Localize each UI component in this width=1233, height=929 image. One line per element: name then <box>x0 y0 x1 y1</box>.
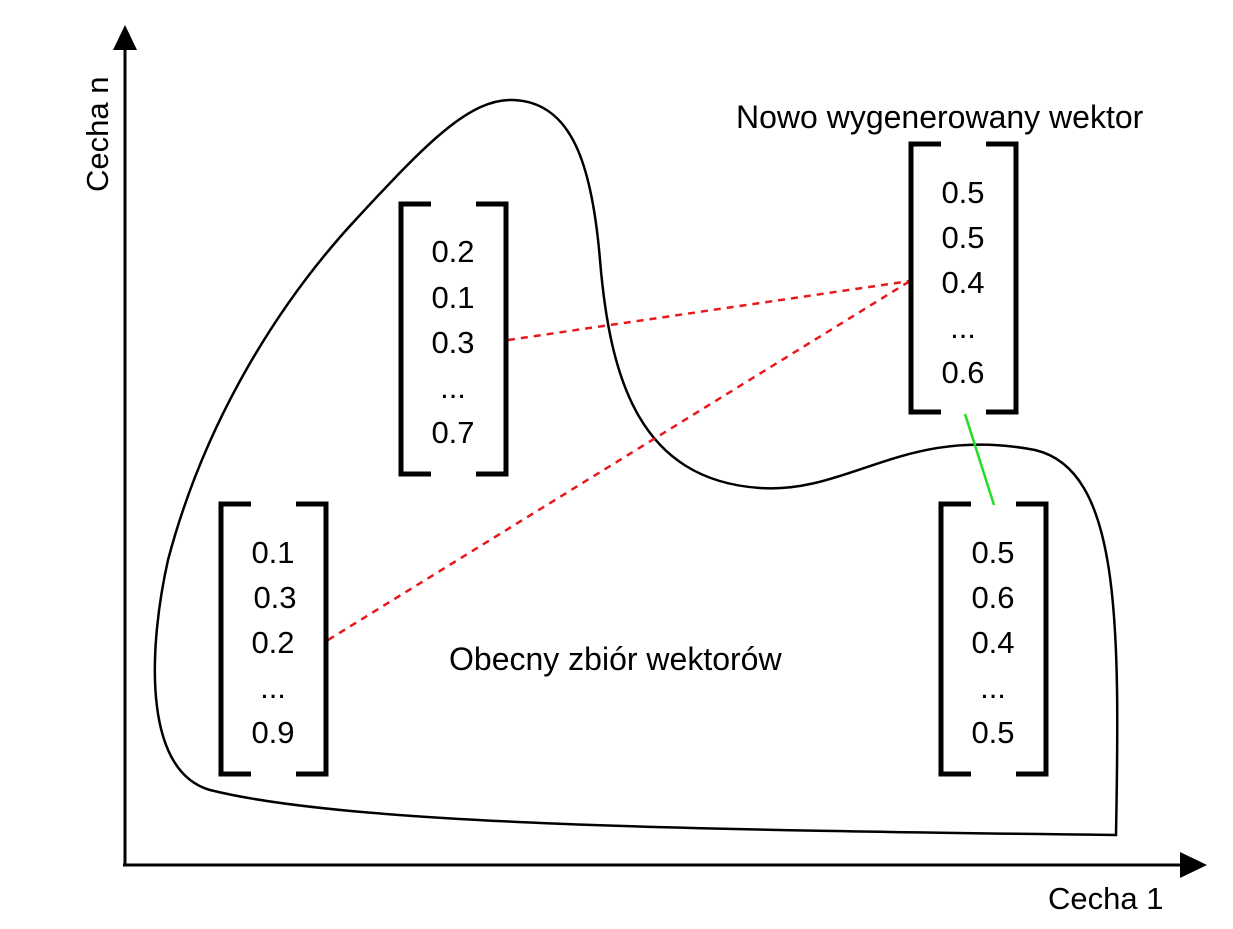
x-axis-label: Cecha 1 <box>1048 881 1163 916</box>
vector-top-left: 0.2 0.1 0.3 ... 0.7 <box>398 201 509 477</box>
left-bracket <box>398 201 431 477</box>
y-axis-arrow-icon <box>113 25 137 50</box>
left-bracket <box>938 501 971 777</box>
vector-value: ... <box>440 370 466 405</box>
right-bracket <box>296 501 329 777</box>
x-axis-arrow-icon <box>1180 852 1207 878</box>
vector-new: 0.5 0.5 0.4 ... 0.6 <box>908 141 1019 415</box>
vector-value: 0.5 <box>971 535 1014 570</box>
nearest-line <box>963 413 996 506</box>
right-bracket <box>476 201 509 477</box>
y-axis-label: Cecha n <box>80 77 115 192</box>
vector-value: 0.1 <box>431 280 474 315</box>
vector-value: 0.5 <box>941 220 984 255</box>
axes <box>113 25 1207 878</box>
vector-value: 0.5 <box>971 715 1014 750</box>
new-vector-caption: Nowo wygenerowany wektor <box>736 99 1144 135</box>
left-bracket <box>908 141 941 415</box>
vector-value: 0.7 <box>431 415 474 450</box>
vector-value: 0.6 <box>941 355 984 390</box>
vector-value: 0.2 <box>431 234 474 269</box>
vector-value: 0.3 <box>253 580 296 615</box>
vector-value: ... <box>260 670 286 705</box>
vector-value: 0.2 <box>251 625 294 660</box>
vector-bottom-left: 0.1 0.3 0.2 ... 0.9 <box>218 501 329 777</box>
distance-lines <box>327 279 996 642</box>
vector-value: 0.3 <box>431 325 474 360</box>
right-bracket <box>1016 501 1049 777</box>
vector-value: 0.4 <box>941 265 984 300</box>
vector-value: 0.5 <box>941 175 984 210</box>
right-bracket <box>986 141 1019 415</box>
vector-value: ... <box>950 310 976 345</box>
vector-bottom-right: 0.5 0.6 0.4 ... 0.5 <box>938 501 1049 777</box>
left-bracket <box>218 501 251 777</box>
current-set-caption: Obecny zbiór wektorów <box>449 641 782 677</box>
vector-value: 0.6 <box>971 580 1014 615</box>
vector-value: 0.1 <box>251 535 294 570</box>
distance-line-top-left <box>507 279 911 342</box>
vector-value: 0.4 <box>971 625 1014 660</box>
vector-set-region <box>153 98 1119 837</box>
vector-value: 0.9 <box>251 715 294 750</box>
vector-value: ... <box>980 670 1006 705</box>
distance-line-bottom-left <box>327 279 911 642</box>
